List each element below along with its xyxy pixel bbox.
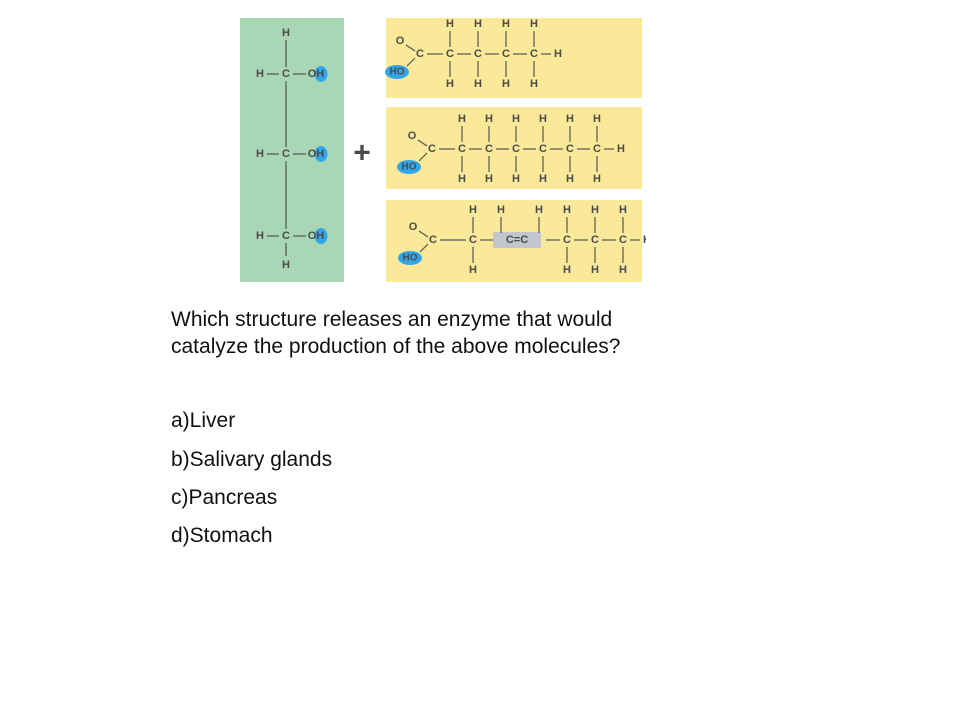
- bond-line: [417, 139, 428, 147]
- chain-hydrogen-bottom: H: [474, 78, 482, 90]
- chain-hydrogen-bottom: H: [619, 264, 627, 276]
- fatty-acid-panel: [386, 107, 642, 189]
- double-bond-highlight: [493, 232, 541, 248]
- question-text: Which structure releases an enzyme that …: [171, 308, 621, 358]
- glycerol-hydrogen-top: H: [282, 27, 290, 39]
- chain-hydrogen-top: H: [502, 18, 510, 30]
- chain-hydrogen-top: H: [485, 113, 493, 125]
- bond-line: [419, 243, 429, 253]
- chain-hydrogen-top: H: [563, 204, 571, 216]
- chain-hydrogen-bottom: H: [563, 264, 571, 276]
- chain-hydrogen-top: H: [474, 18, 482, 30]
- chain-hydrogen-bottom: H: [485, 173, 493, 185]
- answer-option-a[interactable]: a)Liver: [171, 409, 236, 432]
- plus-sign: +: [353, 137, 371, 170]
- carboxyl-carbon: C: [416, 48, 424, 60]
- answer-option-d[interactable]: d)Stomach: [171, 524, 273, 547]
- bond-line: [418, 230, 429, 238]
- chain-carbon: C: [563, 234, 571, 246]
- glycerol-carbon: C: [282, 148, 290, 160]
- chain-hydrogen-top: H: [469, 204, 477, 216]
- answer-option-b[interactable]: b)Salivary glands: [171, 448, 333, 471]
- carbonyl-oxygen: O: [409, 221, 418, 233]
- chain-carbon: C: [530, 48, 538, 60]
- chain-hydrogen-top: H: [446, 18, 454, 30]
- chain-hydrogen-top: H: [458, 113, 466, 125]
- hydroxyl-highlight: [314, 66, 328, 82]
- chain-hydrogen-top: H: [591, 204, 599, 216]
- carboxyl-hydroxyl: HO: [403, 253, 418, 264]
- hydroxyl-highlight: [314, 146, 328, 162]
- terminal-hydrogen: H: [643, 234, 646, 246]
- chain-carbon: C: [458, 143, 466, 155]
- carboxyl-carbon: C: [429, 234, 437, 246]
- terminal-hydrogen: H: [554, 48, 562, 60]
- chain-hydrogen-top: H: [593, 113, 601, 125]
- glycerol-carbon: C: [282, 68, 290, 80]
- chain-hydrogen-bottom: H: [566, 173, 574, 185]
- chain-hydrogen-bottom: H: [593, 173, 601, 185]
- chain-carbon: C: [446, 48, 454, 60]
- glycerol-hydrogen-left: H: [256, 68, 264, 80]
- chain-hydrogen-bottom: H: [530, 78, 538, 90]
- glycerol-hydroxyl: OH: [308, 148, 325, 160]
- chain-hydrogen-bottom: H: [512, 173, 520, 185]
- chain-hydrogen-bottom: H: [539, 173, 547, 185]
- chain-hydrogen-top: H: [535, 204, 543, 216]
- carboxyl-hydroxyl-highlight: [385, 65, 409, 79]
- carboxyl-carbon: C: [428, 143, 436, 155]
- glycerol-carbon: C: [282, 230, 290, 242]
- chain-hydrogen-top: H: [497, 204, 505, 216]
- glycerol-hydroxyl: OH: [308, 68, 325, 80]
- carboxyl-hydroxyl-highlight: [397, 160, 421, 174]
- chain-hydrogen-bottom: H: [446, 78, 454, 90]
- carbonyl-oxygen: O: [408, 130, 417, 142]
- glycerol-hydrogen-bottom: H: [282, 259, 290, 271]
- chain-carbon: C: [593, 143, 601, 155]
- glycerol-hydrogen-left: H: [256, 148, 264, 160]
- chain-carbon: C: [591, 234, 599, 246]
- chain-hydrogen-top: H: [530, 18, 538, 30]
- chain-hydrogen-bottom: H: [458, 173, 466, 185]
- bond-line: [406, 57, 416, 67]
- hydroxyl-highlight: [314, 228, 328, 244]
- chain-hydrogen-bottom: H: [469, 264, 477, 276]
- carboxyl-hydroxyl: HO: [390, 67, 405, 78]
- terminal-hydrogen: H: [617, 143, 625, 155]
- chain-carbon: C: [619, 234, 627, 246]
- bond-line: [418, 152, 428, 162]
- glycerol-hydrogen-left: H: [256, 230, 264, 242]
- chain-hydrogen-bottom: H: [591, 264, 599, 276]
- chain-carbon: C: [566, 143, 574, 155]
- carboxyl-hydroxyl-highlight: [398, 251, 422, 265]
- fatty-acid-panel: [386, 18, 642, 98]
- chain-carbon: C: [469, 234, 477, 246]
- chain-hydrogen-bottom: H: [502, 78, 510, 90]
- chain-carbon: C: [502, 48, 510, 60]
- carbonyl-oxygen: O: [396, 35, 405, 47]
- chain-hydrogen-top: H: [539, 113, 547, 125]
- chain-carbon: C: [485, 143, 493, 155]
- bond-line: [405, 44, 416, 52]
- glycerol-hydroxyl: OH: [308, 230, 325, 242]
- chain-carbon: C: [474, 48, 482, 60]
- carboxyl-hydroxyl: HO: [402, 162, 417, 173]
- answer-option-c[interactable]: c)Pancreas: [171, 486, 278, 509]
- chain-carbon: C: [512, 143, 520, 155]
- chain-hydrogen-top: H: [566, 113, 574, 125]
- chain-hydrogen-top: H: [512, 113, 520, 125]
- chain-hydrogen-top: H: [619, 204, 627, 216]
- double-bond-label: C=C: [506, 234, 528, 246]
- chain-carbon: C: [539, 143, 547, 155]
